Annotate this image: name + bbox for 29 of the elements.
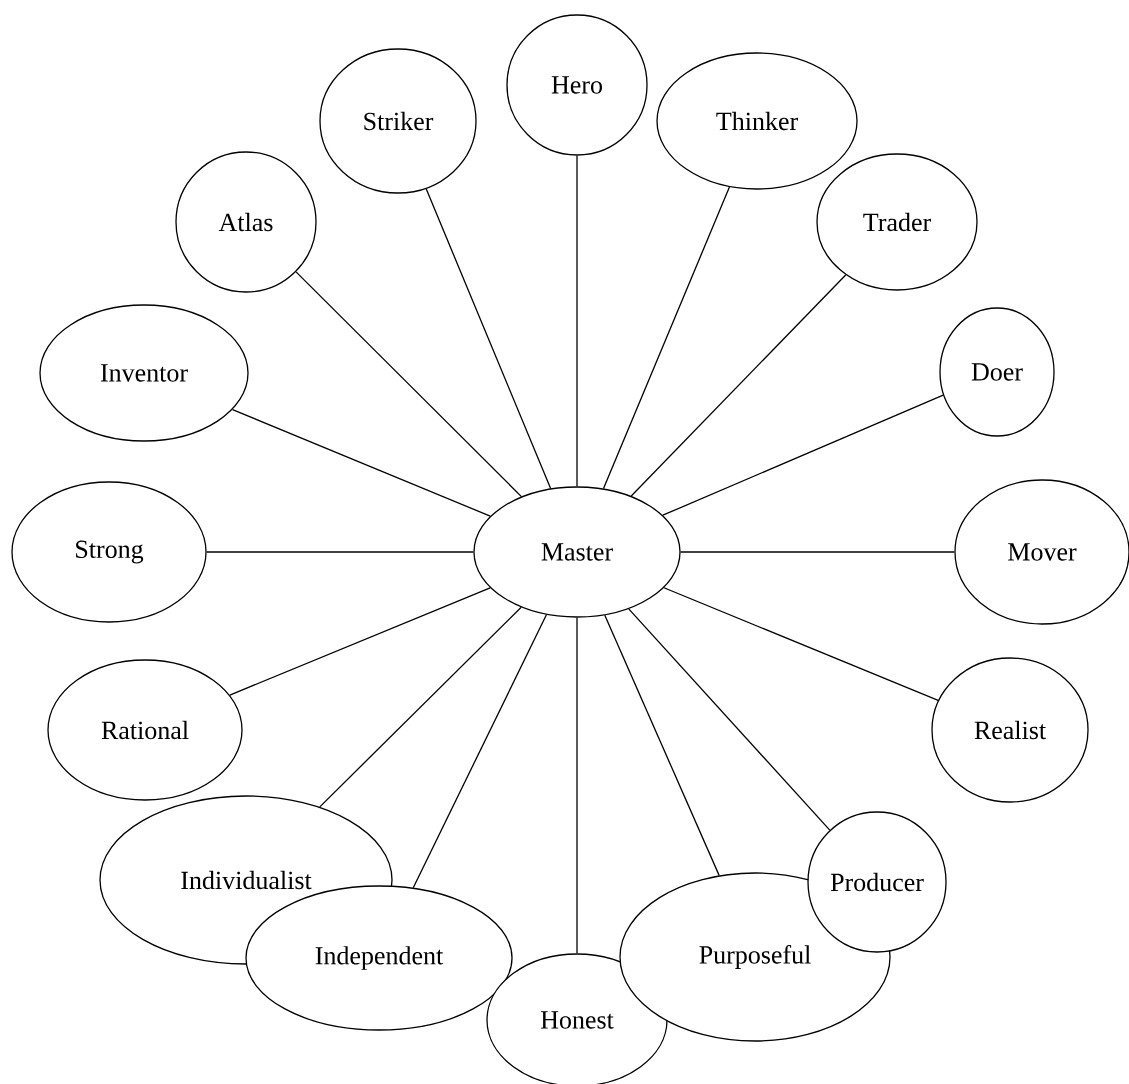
connector-line — [628, 608, 831, 831]
connector-line — [231, 408, 491, 517]
ellipse-node: Trader — [816, 153, 978, 291]
ellipse-node: Hero — [506, 14, 648, 156]
connector-line — [576, 617, 578, 954]
connector-line — [576, 155, 578, 487]
node-label: Honest — [540, 1011, 614, 1029]
ellipse-node: Realist — [931, 657, 1089, 803]
ellipse-node: Master — [473, 486, 681, 618]
ellipse-node: Strong — [11, 481, 207, 623]
ellipse-node: Thinker — [656, 52, 858, 190]
connector-line — [295, 271, 523, 498]
connector-line — [206, 551, 474, 553]
connector-line — [604, 614, 720, 877]
ellipse-node: Rational — [47, 659, 243, 801]
connector-line — [229, 587, 491, 696]
connector-line — [630, 274, 847, 497]
connector-line — [412, 614, 548, 889]
connector-line — [602, 186, 731, 490]
connector-line — [425, 188, 552, 490]
ellipse-node: Doer — [939, 307, 1055, 437]
connector-line — [663, 587, 939, 702]
ellipse-node: Inventor — [39, 304, 249, 442]
connector-line — [662, 394, 944, 516]
ellipse-node: Honest — [486, 953, 668, 1084]
ellipse-node: Striker — [319, 48, 477, 194]
connector-line — [680, 551, 955, 553]
ellipse-node: Atlas — [175, 151, 317, 293]
connector-line — [319, 606, 522, 808]
